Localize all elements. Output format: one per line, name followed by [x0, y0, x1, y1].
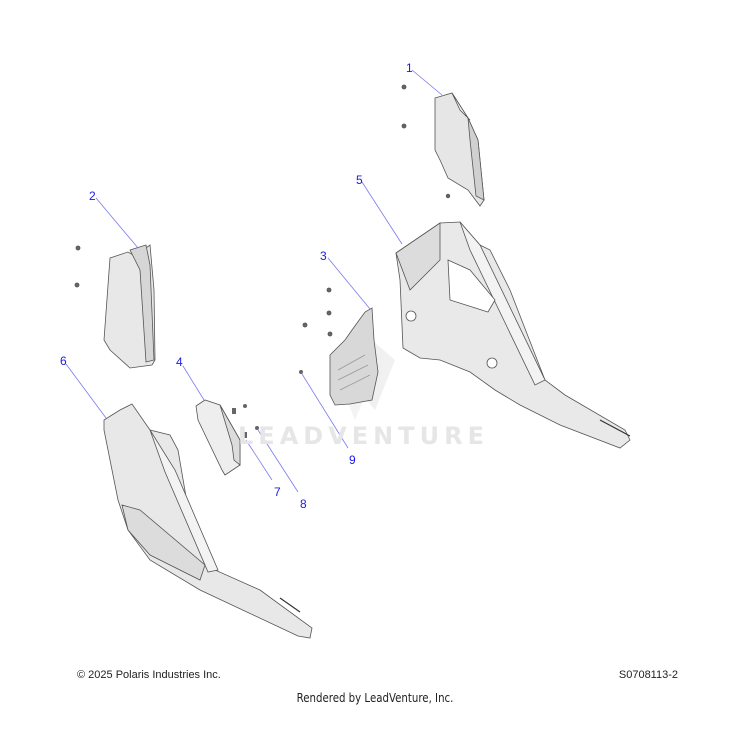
hardware-fasteners — [232, 370, 303, 438]
diagram-id: S0708113-2 — [618, 669, 678, 681]
part-6-side-panel — [103, 403, 313, 639]
part-3-bracket — [302, 287, 379, 406]
part-2-panel — [74, 244, 156, 369]
leader-line-6 — [65, 363, 107, 419]
part-1-panel — [401, 84, 485, 207]
callout-6[interactable]: 6 — [60, 354, 67, 368]
callout-4[interactable]: 4 — [176, 355, 183, 369]
callout-8[interactable]: 8 — [300, 497, 307, 511]
callout-9[interactable]: 9 — [349, 453, 356, 467]
callout-5[interactable]: 5 — [356, 173, 363, 187]
leader-line-9 — [301, 373, 349, 449]
rendered-by-text: Rendered by LeadVenture, Inc. — [296, 691, 454, 705]
leader-line-1 — [411, 69, 443, 96]
leader-line-5 — [361, 181, 403, 245]
watermark-text: LEADVENTURE — [238, 422, 489, 450]
copyright-text: © 2025 Polaris Industries Inc. — [77, 669, 221, 681]
leader-line-7 — [245, 439, 273, 481]
leader-line-3 — [327, 257, 371, 310]
callout-2[interactable]: 2 — [89, 189, 96, 203]
part-5-side-panel — [395, 221, 631, 449]
callout-1[interactable]: 1 — [406, 61, 413, 75]
part-4-pad — [195, 399, 241, 476]
leader-line-8 — [257, 429, 299, 493]
callout-3[interactable]: 3 — [320, 249, 327, 263]
leader-line-4 — [182, 365, 205, 401]
leader-line-2 — [95, 197, 139, 249]
callout-7[interactable]: 7 — [274, 485, 281, 499]
